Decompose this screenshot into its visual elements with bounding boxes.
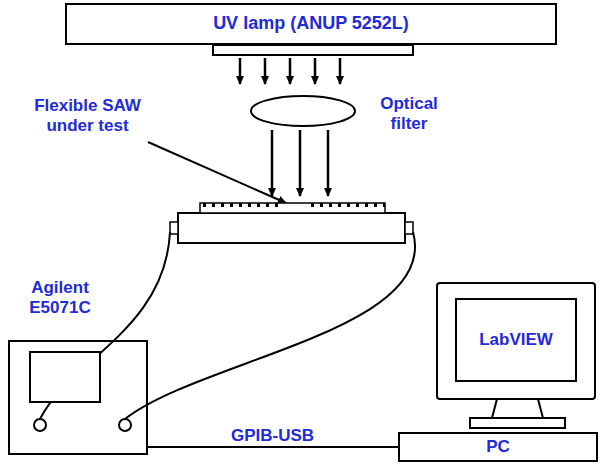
sma-connector [405,222,413,234]
instrument-heading: Agilent E5071C [10,278,110,318]
monitor-frame [437,283,595,399]
lamp-box: UV lamp (ANUP 5252L) [65,3,557,45]
pc-box: PC [398,432,598,462]
leader-arrow [148,142,286,203]
analyzer-box: Agilent E5071C [8,340,148,455]
screen-box: LabVIEW [455,298,577,382]
analyzer-port [34,419,46,431]
idt-fingers [305,203,385,208]
monitor-neck [492,399,543,418]
optical-filter [251,96,355,126]
gpib-cable [148,446,398,448]
part-label: Flexible SAW under test [25,96,150,136]
analyzer-port [119,419,131,431]
filtered-rays [272,130,328,196]
saw-chip [200,203,385,213]
rf-cable [125,232,415,419]
saw-fixture [178,213,405,243]
node-text: PC [486,437,510,457]
monitor-base [470,418,565,428]
node-text: UV lamp (ANUP 5252L) [213,13,409,34]
sma-connector [170,222,178,234]
node-text: LabVIEW [479,330,553,350]
lamp-nozzle [213,45,413,55]
uv-rays [240,58,340,84]
part-label: Optical filter [368,94,450,134]
analyzer-screen [30,352,100,402]
idt-fingers [200,203,280,208]
edge-label: GPIB-USB [228,426,317,446]
